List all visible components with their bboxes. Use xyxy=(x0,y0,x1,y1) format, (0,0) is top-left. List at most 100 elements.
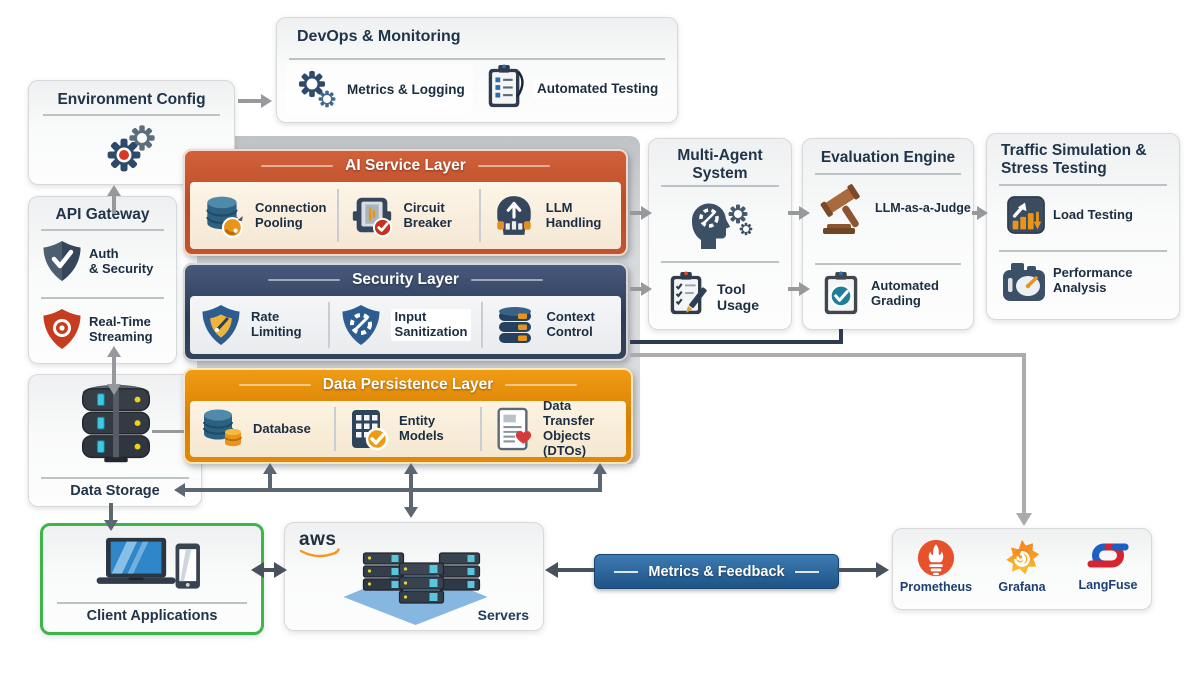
arrowhead-eval-to-traffic xyxy=(977,206,988,220)
multi-agent-box: Multi-Agent System Tool Usage xyxy=(648,138,792,330)
bus-stem-3 xyxy=(598,474,602,490)
arrowhead-tool-to-grading xyxy=(799,282,810,296)
arrow-metrics-aws xyxy=(557,568,594,572)
data-storage-title: Data Storage xyxy=(70,483,160,499)
langfuse-item: LangFuse xyxy=(1065,529,1151,609)
arrowhead-client-to-aws xyxy=(274,562,287,578)
input-sanitization-icon xyxy=(340,303,382,347)
llm-judge-label: LLM-as-a-Judge xyxy=(875,201,971,215)
dto-item: Data Transfer Objects (DTOs) xyxy=(480,398,626,458)
auth-shield-icon xyxy=(41,239,83,283)
arrow-ai-to-agents xyxy=(630,211,642,215)
rate-limiting-item: Rate Limiting xyxy=(190,302,328,347)
streaming-shield-icon xyxy=(41,307,83,351)
aws-servers-box: aws Servers xyxy=(284,522,544,631)
entity-models-label: Entity Models xyxy=(399,413,444,443)
data-storage-box: Data Storage xyxy=(28,374,202,507)
entity-models-icon xyxy=(346,407,390,451)
realtime-streaming-label: Real-Time Streaming xyxy=(89,314,153,344)
connection-pooling-item: Connection Pooling xyxy=(190,189,337,241)
api-gateway-box: API Gateway Auth & Security Real-Time St… xyxy=(28,196,177,364)
arrowhead-bus-up-2 xyxy=(404,463,418,474)
arrowhead-api-to-env xyxy=(107,185,121,196)
evaluation-engine-box: Evaluation Engine LLM-as-a-Judge xyxy=(802,138,974,330)
context-control-label: Context Control xyxy=(546,309,595,339)
multi-agent-title: Multi-Agent System xyxy=(677,147,763,182)
arrowhead-security-to-agents xyxy=(641,282,652,296)
arrowhead-ai-to-agents xyxy=(641,206,652,220)
context-control-item: Context Control xyxy=(481,302,621,348)
arrowhead-line-to-tools xyxy=(1016,513,1032,526)
llm-handling-label: LLM Handling xyxy=(545,199,602,230)
arrowhead-storage-to-client xyxy=(104,520,118,531)
metrics-feedback-bar: Metrics & Feedback xyxy=(594,554,839,589)
circuit-breaker-label: Circuit Breaker xyxy=(403,199,452,230)
tool-usage-label: Tool Usage xyxy=(717,281,760,314)
traffic-simulation-box: Traffic Simulation & Stress Testing Load… xyxy=(986,133,1180,320)
arrow-client-aws xyxy=(262,568,276,572)
entity-models-item: Entity Models xyxy=(334,407,480,451)
database-label: Database xyxy=(253,420,311,436)
persistence-layer-title: Data Persistence Layer xyxy=(183,368,633,401)
arrow-bus-to-aws xyxy=(409,490,413,508)
arrow-env-to-devops xyxy=(238,99,262,103)
arrowhead-bus-up-3 xyxy=(593,463,607,474)
automated-testing-label: Automated Testing xyxy=(533,80,663,98)
arrowhead-aws-to-client xyxy=(251,562,264,578)
security-layer-title: Security Layer xyxy=(183,263,628,296)
auth-security-label: Auth & Security xyxy=(89,246,154,276)
arrowhead-bus-to-storage xyxy=(174,483,185,497)
grafana-icon xyxy=(1002,538,1042,578)
tools-line-horizontal xyxy=(630,353,1026,357)
llm-handling-item: LLM Handling xyxy=(478,189,621,242)
arrowhead-metrics-to-aws xyxy=(545,562,558,578)
client-applications-title: Client Applications xyxy=(86,608,218,624)
load-testing-label: Load Testing xyxy=(1053,207,1133,222)
dto-label: Data Transfer Objects (DTOs) xyxy=(543,398,595,458)
circuit-breaker-icon xyxy=(349,193,395,239)
performance-analysis-label: Performance Analysis xyxy=(1053,265,1133,295)
prometheus-label: Prometheus xyxy=(899,580,973,594)
database-icon xyxy=(200,407,244,451)
bus-stem-1 xyxy=(268,474,272,490)
client-devices-icon xyxy=(91,536,215,598)
tools-line-vertical xyxy=(1022,353,1026,514)
persistence-bus-line xyxy=(185,488,602,492)
arrowhead-bus-up-1 xyxy=(263,463,277,474)
feedback-line-horizontal xyxy=(630,340,843,344)
input-sanitization-item: Input Sanitization xyxy=(327,302,482,348)
load-testing-icon xyxy=(1005,194,1047,236)
dto-document-icon xyxy=(492,406,534,452)
performance-analysis-icon xyxy=(999,258,1049,306)
server-cluster-icon xyxy=(313,531,518,626)
connection-pooling-label: Connection Pooling xyxy=(255,199,327,230)
grafana-item: Grafana xyxy=(979,529,1065,609)
devops-title: DevOps & Monitoring xyxy=(297,28,461,45)
evaluation-title: Evaluation Engine xyxy=(820,149,956,166)
gears-icon xyxy=(99,117,165,179)
feedback-line-vertical xyxy=(839,329,843,343)
line-storage-to-persistence xyxy=(152,430,184,433)
bus-stem-2 xyxy=(409,474,413,490)
automated-grading-label: Automated Grading xyxy=(871,278,939,308)
arrow-security-to-agents xyxy=(630,287,642,291)
circuit-breaker-item: Circuit Breaker xyxy=(336,189,479,242)
rate-limiting-icon xyxy=(200,303,242,347)
prometheus-item: Prometheus xyxy=(893,529,979,609)
api-gateway-title: API Gateway xyxy=(55,206,150,223)
ai-layer-title: AI Service Layer xyxy=(183,149,628,182)
monitoring-tools-box: Prometheus Grafana xyxy=(892,528,1152,610)
agent-head-gears-icon xyxy=(687,191,753,253)
clipboard-list-icon xyxy=(483,62,527,112)
arrowhead-api-storage-down xyxy=(107,384,121,395)
client-applications-box: Client Applications xyxy=(40,523,264,635)
arrowhead-env-to-devops xyxy=(261,94,272,108)
rate-limiting-label: Rate Limiting xyxy=(251,309,302,339)
arrowhead-api-storage-up xyxy=(107,346,121,357)
tool-usage-icon xyxy=(665,269,709,319)
aws-swoosh xyxy=(299,548,340,558)
gavel-icon xyxy=(813,181,873,237)
arrowhead-metrics-to-tools xyxy=(876,562,889,578)
input-sanitization-label: Input Sanitization xyxy=(390,309,472,341)
